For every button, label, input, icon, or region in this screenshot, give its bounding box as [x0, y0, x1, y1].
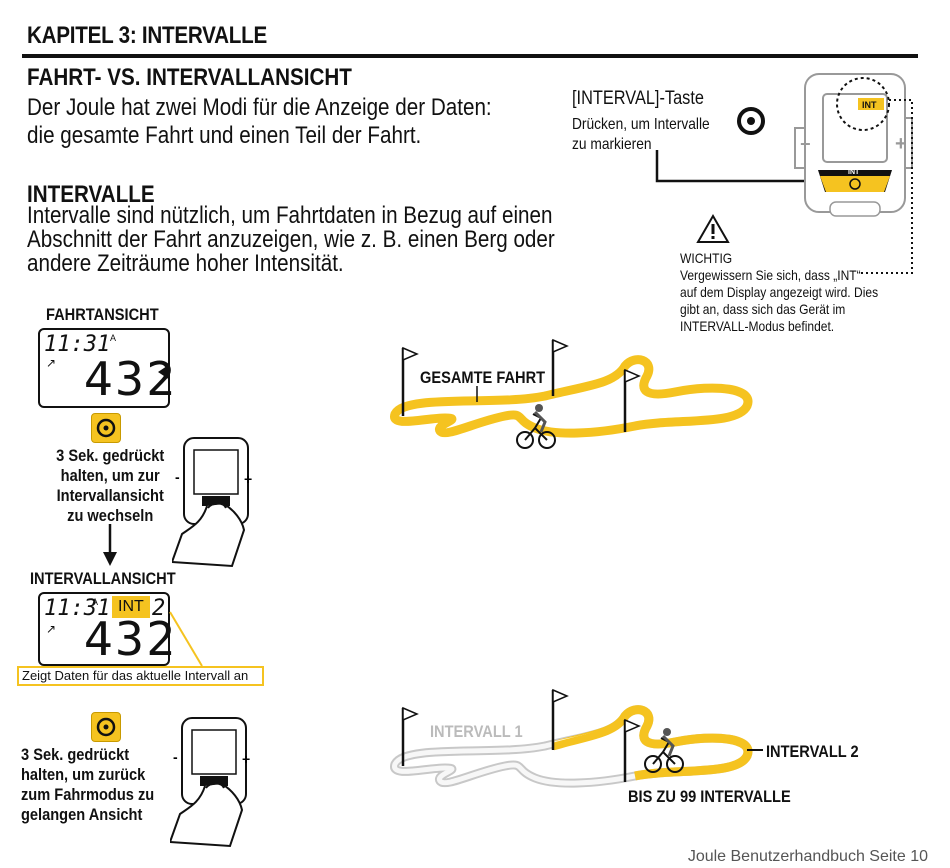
- intervals-title: INTERVALLE: [27, 181, 155, 208]
- intro-line: Der Joule hat zwei Modi für die Anzeige …: [27, 94, 492, 121]
- ride-map-full: [390, 338, 753, 449]
- header-rule: [22, 54, 918, 58]
- svg-text:−: −: [800, 134, 811, 154]
- chapter-title: KAPITEL 3: INTERVALLE: [27, 22, 268, 49]
- trend-icon: ↗: [46, 622, 57, 636]
- intro-line: die gesamte Fahrt und einen Teil der Fah…: [27, 122, 422, 149]
- step2-line: 3 Sek. gedrückt: [21, 745, 130, 764]
- target-icon: [737, 107, 765, 135]
- ride-map-intervals: [390, 688, 763, 788]
- trend-icon: ↗: [46, 356, 57, 370]
- interval-view-time: 11:31: [44, 596, 111, 621]
- step1-line: halten, um zur: [60, 466, 160, 485]
- interval-key-desc: Drücken, um Intervalle zu markieren: [572, 115, 710, 155]
- warning-line: Vergewissern Sie sich, dass „INT“: [680, 267, 861, 283]
- map2-max-label: BIS ZU 99 INTERVALLE: [628, 787, 791, 806]
- warning-text: Vergewissern Sie sich, dass „INT“ auf de…: [680, 267, 878, 335]
- svg-text:-: -: [175, 469, 180, 485]
- step1-line: 3 Sek. gedrückt: [56, 446, 165, 465]
- map1-label: GESAMTE FAHRT: [420, 368, 546, 387]
- interval-key-line: zu markieren: [572, 136, 652, 153]
- interval-key-title: [INTERVAL]-Taste: [572, 88, 704, 109]
- section-title: FAHRT- VS. INTERVALLANSICHT: [27, 64, 352, 91]
- intervals-text: Intervalle sind nützlich, um Fahrtdaten …: [27, 204, 555, 276]
- footer-page: Joule Benutzerhandbuch Seite 10: [687, 848, 928, 865]
- interval-view-am: A: [92, 597, 99, 607]
- device-top-illustration: − + INT INT: [655, 73, 913, 274]
- warning-title: WICHTIG: [680, 250, 733, 266]
- interval-view-value: 432: [83, 612, 178, 666]
- interval-view-label: INTERVALLANSICHT: [30, 569, 176, 588]
- step1-text: 3 Sek. gedrückt halten, um zur Intervall…: [50, 446, 170, 526]
- intervals-line: Abschnitt der Fahrt anzuzeigen, wie z. B…: [27, 226, 555, 253]
- map2-interval2-label: INTERVALL 2: [766, 742, 859, 761]
- step1-line: zu wechseln: [67, 506, 154, 525]
- warning-line: gibt an, dass sich das Gerät im: [680, 301, 846, 317]
- intervals-line: andere Zeiträume hoher Intensität.: [27, 250, 344, 277]
- intervals-line: Intervalle sind nützlich, um Fahrtdaten …: [27, 202, 553, 229]
- device-press-illustration: - +: [172, 437, 252, 568]
- ride-view-display: 11:31 A ↗ 432: [38, 328, 175, 408]
- map2-interval1-label: INTERVALL 1: [430, 722, 523, 741]
- ride-view-time: 11:31: [44, 332, 111, 357]
- svg-text:+: +: [895, 133, 907, 155]
- interval-view-int-badge: INT: [112, 596, 150, 618]
- callout-line: [169, 611, 203, 667]
- pointer-icon: [158, 364, 170, 380]
- ride-view-label: FAHRTANSICHT: [46, 305, 159, 324]
- device-int-label: INT: [862, 100, 877, 110]
- step2-line: halten, um zurück: [21, 765, 146, 784]
- step2-line: zum Fahrmodus zu: [21, 785, 155, 804]
- intro-text: Der Joule hat zwei Modi für die Anzeige …: [27, 94, 492, 150]
- warning-icon: [696, 214, 730, 243]
- ride-view-value: 432: [83, 352, 178, 406]
- warning-line: auf dem Display angezeigt wird. Dies: [680, 284, 879, 300]
- svg-text:+: +: [242, 751, 250, 767]
- ride-view-am: A: [110, 333, 117, 343]
- arrow-down-icon: [103, 524, 117, 566]
- interval-key-line: Drücken, um Intervalle: [572, 116, 710, 133]
- svg-text:+: +: [244, 471, 252, 487]
- interval-button-icon: [91, 413, 121, 443]
- device-button-label: INT: [848, 169, 860, 176]
- step1-line: Intervallansicht: [56, 486, 164, 505]
- interval-view-display: 11:31 A INT 2 ↗ 432: [38, 592, 175, 666]
- interval-view-number: 2: [152, 596, 166, 621]
- warning-line: INTERVALL-Modus befindet.: [680, 318, 835, 334]
- step2-text: 3 Sek. gedrückt halten, um zurück zum Fa…: [21, 745, 167, 825]
- step2-line: gelangen Ansicht: [21, 805, 143, 824]
- device-press-illustration: - +: [170, 717, 250, 848]
- interval-tip: Zeigt Daten für das aktuelle Intervall a…: [17, 666, 264, 686]
- interval-button-icon: [91, 712, 121, 742]
- svg-text:-: -: [173, 749, 178, 765]
